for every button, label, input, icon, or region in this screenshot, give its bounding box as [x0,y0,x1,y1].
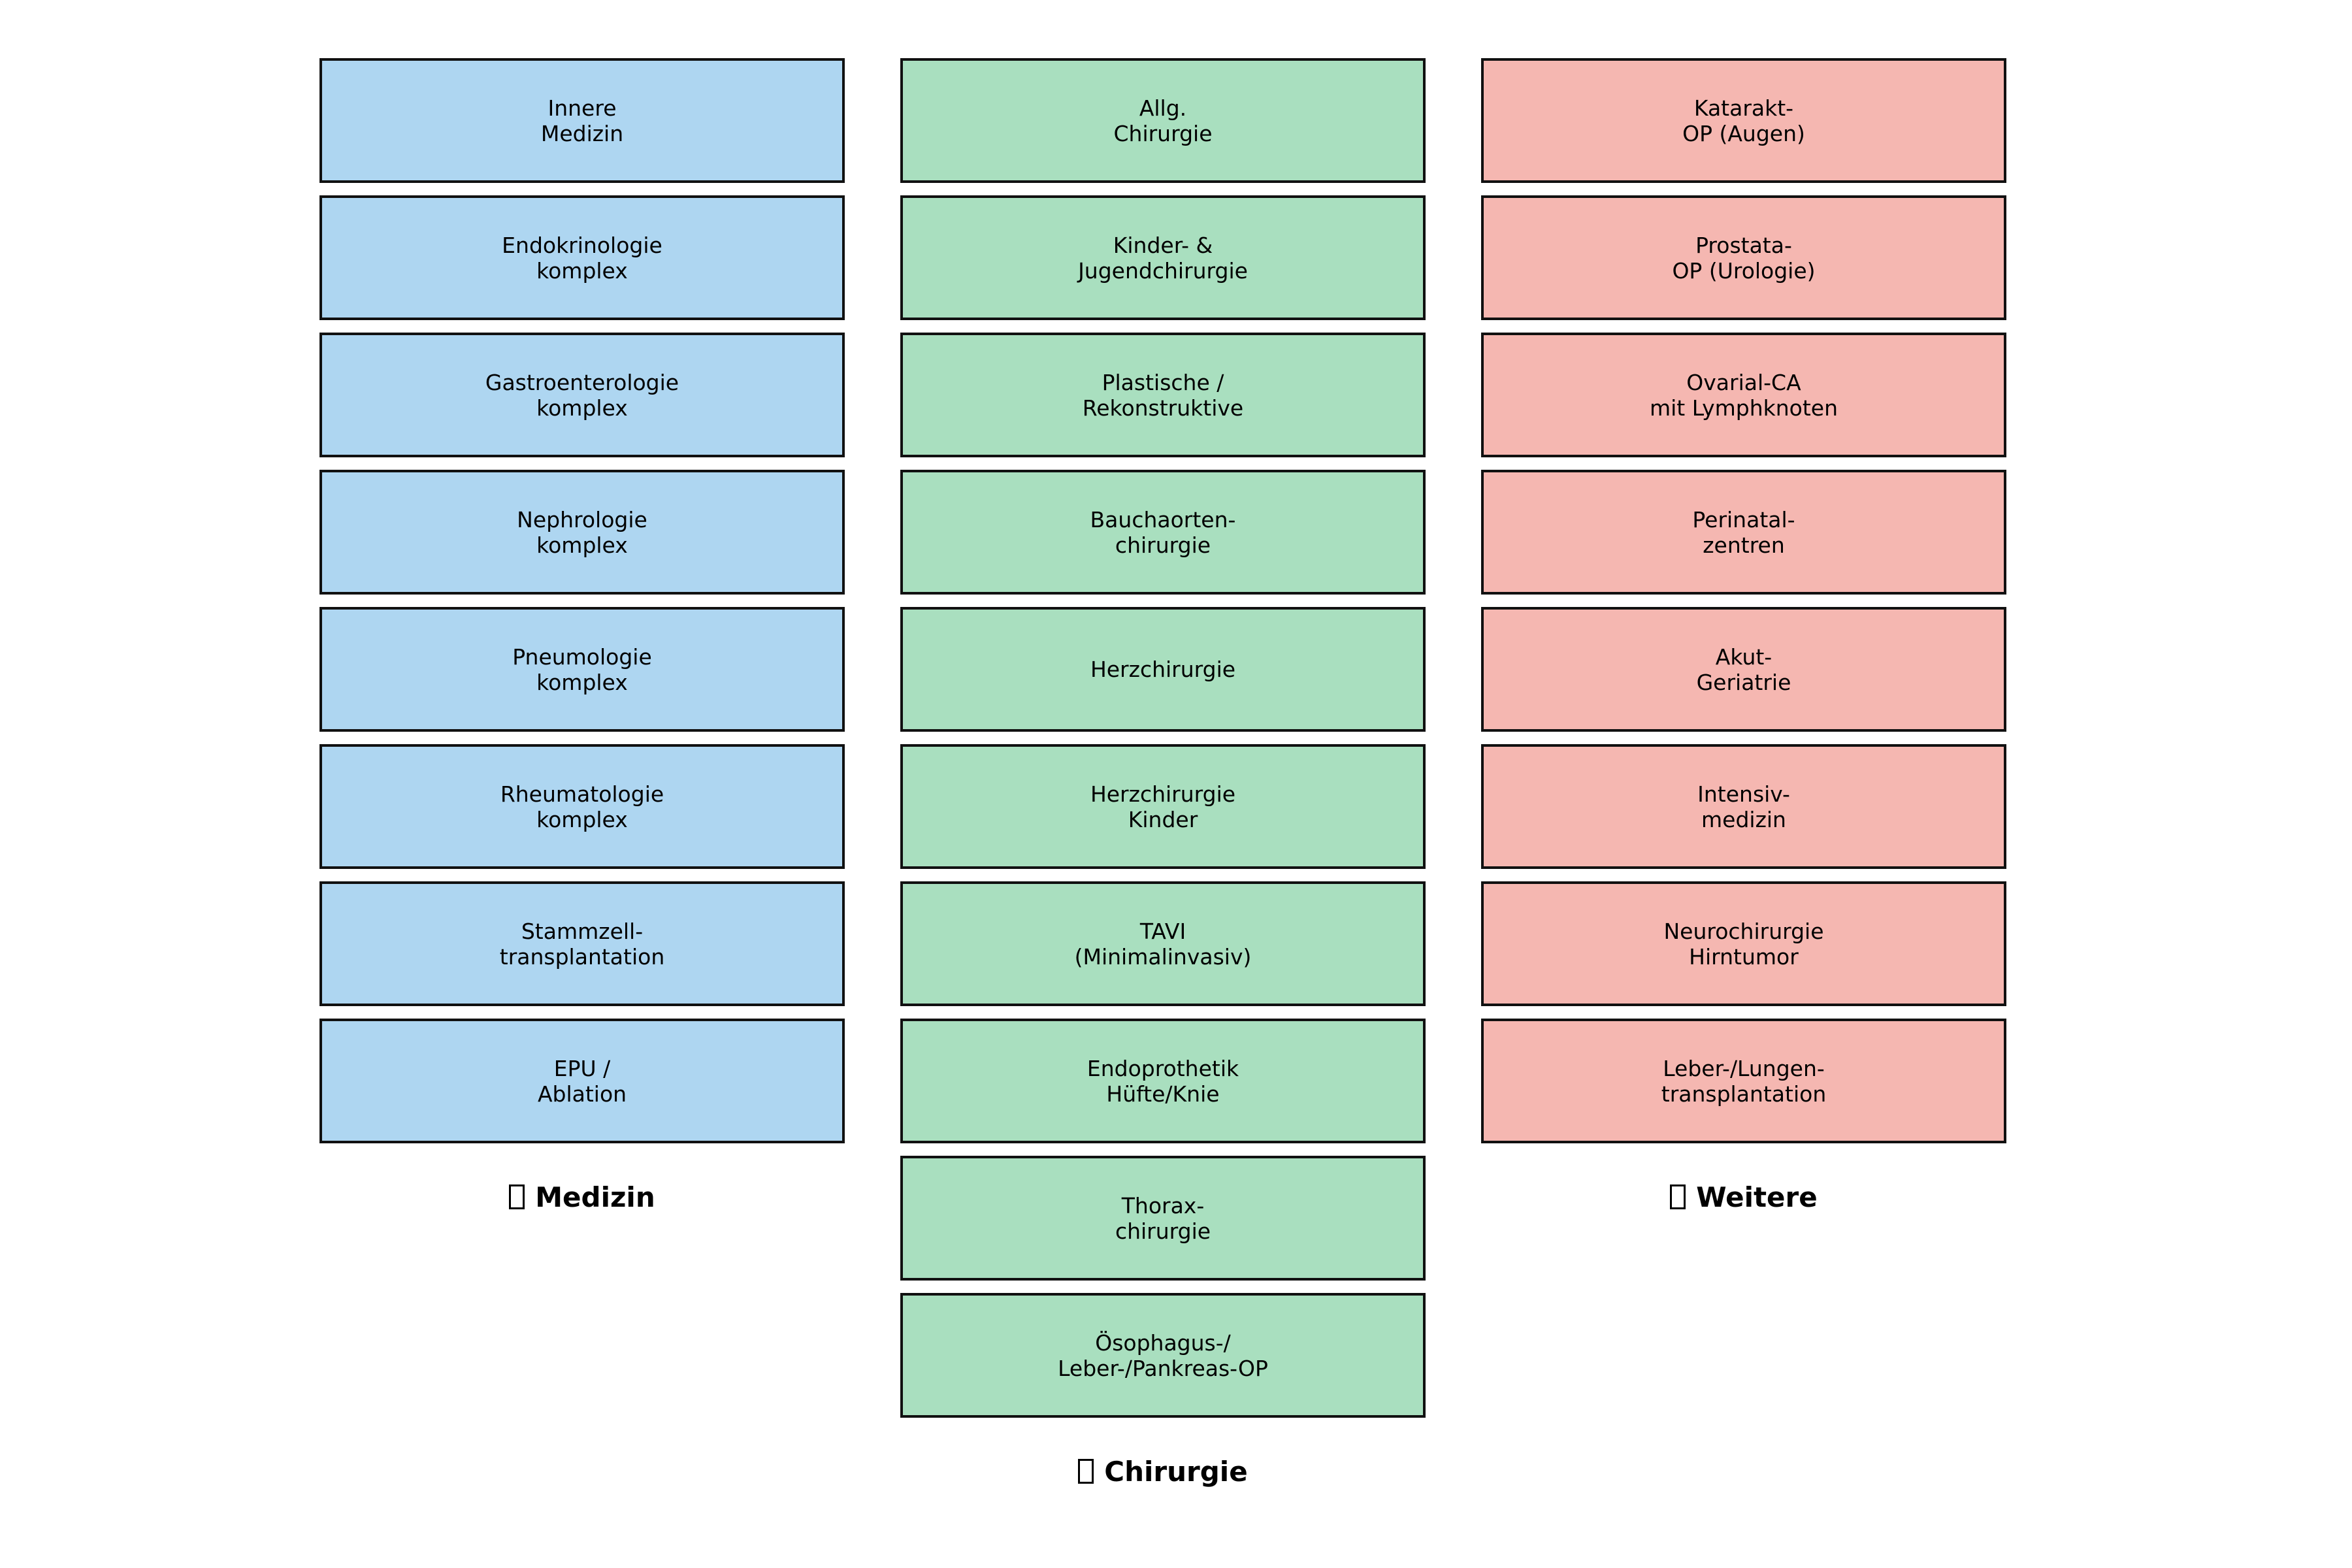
box-intensivmedizin: Intensiv- medizin [1481,744,2006,869]
column-title-label: Weitere [1696,1181,1818,1213]
box-neurochirurgie-hirntumor: Neurochirurgie Hirntumor [1481,881,2006,1006]
box-perinatalzentren: Perinatal- zentren [1481,470,2006,595]
missing-glyph-icon [1670,1184,1686,1209]
box-bauchaortenchirurgie: Bauchaorten- chirurgie [900,470,1426,595]
box-innere-medizin: Innere Medizin [319,58,845,183]
column-title-label: Chirurgie [1104,1455,1248,1488]
column-chirurgie: Allg. Chirurgie Kinder- & Jugendchirurgi… [900,58,1426,1488]
box-tavi: TAVI (Minimalinvasiv) [900,881,1426,1006]
column-title-label: Medizin [535,1181,655,1213]
box-nephrologie: Nephrologie komplex [319,470,845,595]
box-kinder-jugendchirurgie: Kinder- & Jugendchirurgie [900,195,1426,320]
column-title-medizin: Medizin [319,1180,845,1214]
box-epu-ablation: EPU / Ablation [319,1019,845,1143]
box-herzchirurgie-kinder: Herzchirurgie Kinder [900,744,1426,869]
box-prostata-op: Prostata- OP (Urologie) [1481,195,2006,320]
box-plastische-rekonstruktive: Plastische / Rekonstruktive [900,333,1426,457]
box-stammzelltransplantation: Stammzell- transplantation [319,881,845,1006]
box-herzchirurgie: Herzchirurgie [900,607,1426,732]
box-rheumatologie: Rheumatologie komplex [319,744,845,869]
box-endoprothetik: Endoprothetik Hüfte/Knie [900,1019,1426,1143]
missing-glyph-icon [509,1184,525,1209]
box-katarakt-op: Katarakt- OP (Augen) [1481,58,2006,183]
box-akut-geriatrie: Akut- Geriatrie [1481,607,2006,732]
column-title-weitere: Weitere [1481,1180,2006,1214]
missing-glyph-icon [1078,1459,1094,1484]
box-thoraxchirurgie: Thorax- chirurgie [900,1156,1426,1281]
box-endokrinologie: Endokrinologie komplex [319,195,845,320]
box-ovarial-ca: Ovarial-CA mit Lymphknoten [1481,333,2006,457]
box-oesophagus-leber-pankreas: Ösophagus-/ Leber-/Pankreas-OP [900,1293,1426,1418]
box-pneumologie: Pneumologie komplex [319,607,845,732]
box-leber-lungen-transplantation: Leber-/Lungen- transplantation [1481,1019,2006,1143]
column-title-chirurgie: Chirurgie [900,1454,1426,1488]
box-allg-chirurgie: Allg. Chirurgie [900,58,1426,183]
column-weitere: Katarakt- OP (Augen) Prostata- OP (Urolo… [1481,58,2006,1214]
box-gastroenterologie: Gastroenterologie komplex [319,333,845,457]
column-medizin: Innere Medizin Endokrinologie komplex Ga… [319,58,845,1214]
